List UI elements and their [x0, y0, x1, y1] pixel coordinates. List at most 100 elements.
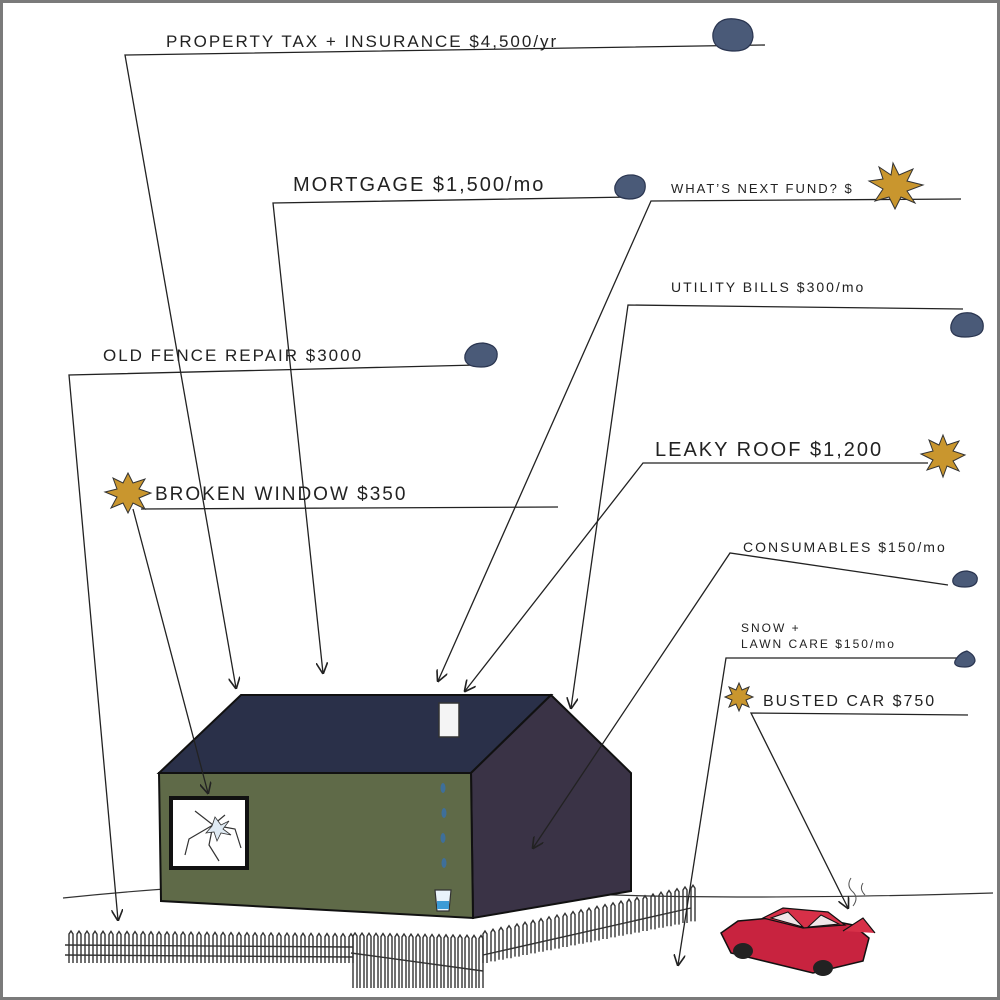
rock-icon [712, 18, 754, 52]
fence-picket [408, 932, 414, 988]
fence-picket [610, 901, 616, 938]
fence-picket [387, 932, 393, 988]
fence-picket [626, 898, 632, 935]
fence-rail [64, 907, 692, 972]
fence-picket [140, 930, 146, 963]
fence-picket [538, 917, 544, 952]
fence-picket [276, 931, 282, 963]
fence-picket [394, 932, 400, 988]
fence-picket [450, 933, 456, 988]
fence-picket [429, 933, 435, 988]
fence-picket [172, 930, 178, 963]
fence-picket [546, 915, 552, 951]
fence-picket [666, 889, 672, 927]
fence-picket [164, 930, 170, 963]
fence-picket [188, 930, 194, 963]
line-broken-window [132, 506, 559, 793]
fence-picket [514, 922, 520, 957]
fence-picket [436, 933, 442, 988]
fence-picket [332, 932, 338, 963]
rock-icon [950, 312, 984, 338]
fence-picket [401, 932, 407, 988]
label-consumables: CONSUMABLES $150/mo [743, 539, 947, 555]
fence-picket [650, 892, 656, 930]
fence-picket [634, 896, 640, 933]
fence-picket [324, 932, 330, 963]
line-utility [571, 304, 964, 708]
fence-picket [292, 931, 298, 963]
fence-picket [340, 932, 346, 963]
fence-picket [260, 931, 266, 963]
fence-picket [602, 903, 608, 939]
fence-picket [457, 933, 463, 988]
fence-picket [464, 933, 470, 988]
rock-icons [464, 18, 984, 668]
picket-fence [64, 883, 696, 988]
label-snow-line1: SNOW + [741, 621, 801, 635]
fence-picket [443, 933, 449, 988]
fence-picket [359, 931, 365, 988]
fence-picket [220, 931, 226, 963]
fence-picket [68, 929, 74, 963]
fence-picket [658, 891, 664, 928]
rock-icon [954, 650, 976, 668]
fence-picket [570, 910, 576, 946]
fence-picket [212, 931, 218, 963]
line-leaky-roof [465, 462, 928, 691]
fence-picket [366, 932, 372, 988]
fence-picket [690, 883, 696, 922]
label-broken-window: BROKEN WINDOW $350 [155, 484, 407, 505]
label-old-fence-repair: OLD FENCE REPAIR $3000 [103, 346, 363, 365]
fence-picket [471, 934, 477, 988]
burst-icon [723, 681, 755, 713]
fence-picket [352, 931, 358, 988]
fence-picket [642, 894, 648, 931]
fence-picket [498, 926, 504, 960]
fence-picket [380, 932, 386, 988]
rock-icon [952, 570, 978, 588]
fence-picket [490, 927, 496, 962]
fence-picket [578, 908, 584, 944]
fence-picket [236, 931, 242, 963]
fence-picket [284, 931, 290, 963]
line-consumables [533, 552, 949, 848]
fence-picket [244, 931, 250, 963]
busted-car [720, 877, 876, 976]
label-property-tax: PROPERTY TAX + INSURANCE $4,500/yr [166, 32, 558, 51]
fence-picket [76, 929, 82, 963]
fence-picket [268, 931, 274, 963]
fence-picket [530, 919, 536, 954]
fence-picket [196, 931, 202, 963]
fence-picket [204, 931, 210, 963]
burst-icons [103, 161, 967, 713]
fence-picket [674, 887, 680, 925]
chimney [438, 702, 460, 738]
fence-picket [682, 885, 688, 923]
fence-picket [132, 930, 138, 963]
label-whats-next-fund: WHAT’S NEXT FUND? $ [671, 181, 854, 196]
fence-picket [92, 929, 98, 963]
line-property-tax [124, 44, 766, 688]
fence-picket [316, 932, 322, 963]
house-expenses-diagram: PROPERTY TAX + INSURANCE $4,500/yr MORTG… [62, 18, 994, 988]
fence-picket [562, 912, 568, 947]
fence-picket [415, 932, 421, 988]
burst-icon [103, 471, 153, 515]
fence-picket [618, 899, 624, 936]
fence-picket [506, 924, 512, 959]
fence-picket [116, 930, 122, 963]
line-snow [678, 657, 958, 965]
rock-icon [464, 342, 498, 368]
label-mortgage: MORTGAGE $1,500/mo [293, 174, 545, 196]
fence-picket [100, 930, 106, 963]
fence-picket [180, 930, 186, 963]
fence-picket [108, 930, 114, 963]
label-utility-bills: UTILITY BILLS $300/mo [671, 279, 865, 295]
fence-picket [300, 932, 306, 963]
fence-picket [308, 932, 314, 963]
fence-picket [586, 906, 592, 943]
rock-icon [614, 174, 646, 200]
fence-picket [594, 905, 600, 941]
fence-picket [124, 930, 130, 963]
